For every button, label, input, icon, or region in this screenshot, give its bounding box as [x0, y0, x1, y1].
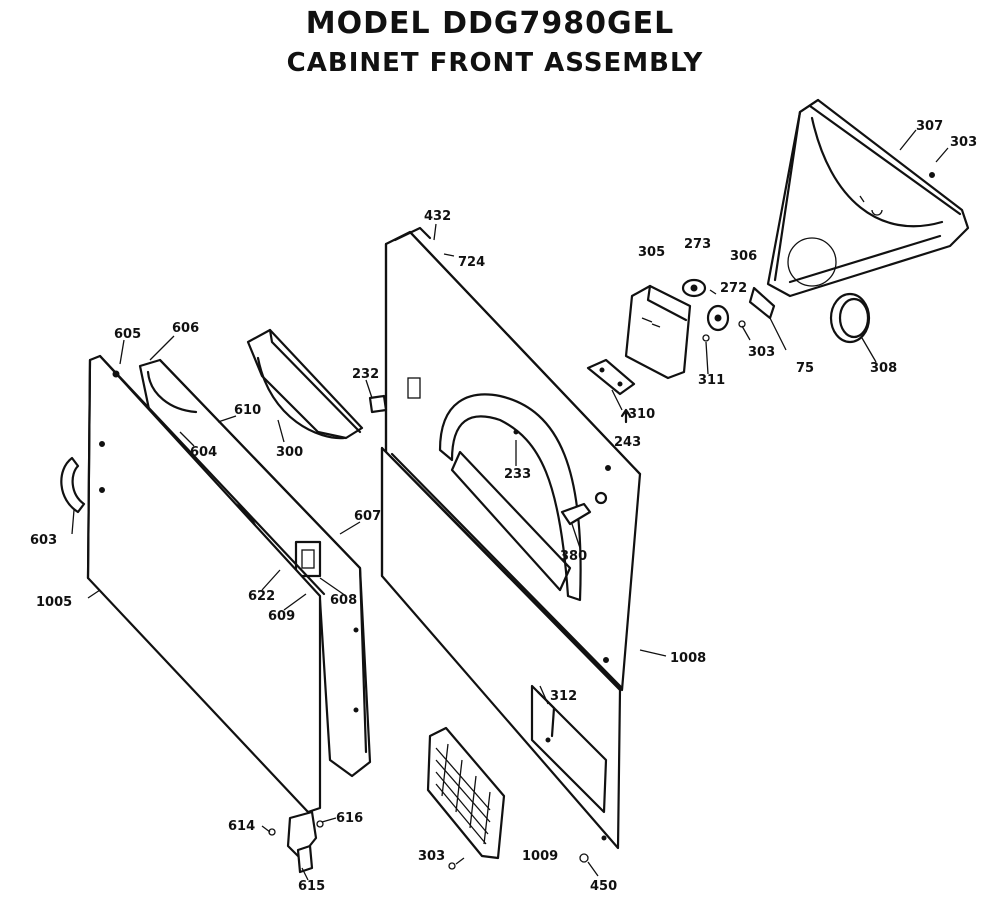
label-273: 273	[684, 237, 711, 252]
label-233: 233	[504, 467, 531, 482]
leader-lines	[71, 129, 949, 881]
label-724: 724	[458, 255, 485, 270]
part-310-latch	[586, 358, 636, 396]
label-603: 603	[30, 533, 57, 548]
part-307-bulkhead	[766, 98, 970, 298]
label-609: 609	[268, 609, 295, 624]
label-622: 622	[248, 589, 275, 604]
label-308: 308	[870, 361, 897, 376]
part-603-handle	[60, 456, 86, 514]
label-614: 614	[228, 819, 255, 834]
label-606: 606	[172, 321, 199, 336]
label-607: 607	[354, 509, 381, 524]
label-450: 450	[590, 879, 617, 894]
diagram-subtitle: CABINET FRONT ASSEMBLY	[286, 48, 704, 78]
part-1008-front-panel	[384, 226, 642, 692]
label-306: 306	[730, 249, 757, 264]
label-1009: 1009	[522, 849, 558, 864]
label-1005: 1005	[36, 595, 72, 610]
label-300: 300	[276, 445, 303, 460]
part-232-clip	[368, 394, 388, 414]
label-380: 380	[560, 549, 587, 564]
diagram-title: MODEL DDG7980GEL	[305, 6, 675, 41]
part-243-clip	[620, 408, 632, 424]
label-616: 616	[336, 811, 363, 826]
label-615: 615	[298, 879, 325, 894]
label-75: 75	[796, 361, 814, 376]
label-604: 604	[190, 445, 217, 460]
part-1005-door-outer	[86, 354, 326, 814]
label-232: 232	[352, 367, 379, 382]
label-303b: 303	[748, 345, 775, 360]
part-615-hinge	[268, 810, 324, 874]
small-hardware-group	[681, 278, 776, 342]
label-310: 310	[628, 407, 655, 422]
part-300-console	[246, 328, 364, 440]
label-610: 610	[234, 403, 261, 418]
part-305-bracket	[624, 284, 692, 380]
label-605: 605	[114, 327, 141, 342]
label-307: 307	[916, 119, 943, 134]
label-272: 272	[720, 281, 747, 296]
label-1008: 1008	[670, 651, 706, 666]
label-303: 303	[950, 135, 977, 150]
label-305: 305	[638, 245, 665, 260]
label-243: 243	[614, 435, 641, 450]
part-lower-panel	[380, 446, 624, 850]
part-308-seal-ring	[829, 292, 871, 344]
label-303c: 303	[418, 849, 445, 864]
part-303-screw	[448, 862, 456, 870]
label-608: 608	[330, 593, 357, 608]
part-labels: 307 303 432 724 305 273 306 272 303 311 …	[30, 119, 977, 894]
part-1009-grille	[426, 726, 506, 860]
label-312: 312	[550, 689, 577, 704]
label-432: 432	[424, 209, 451, 224]
label-311: 311	[698, 373, 725, 388]
part-450-screw	[579, 853, 589, 863]
